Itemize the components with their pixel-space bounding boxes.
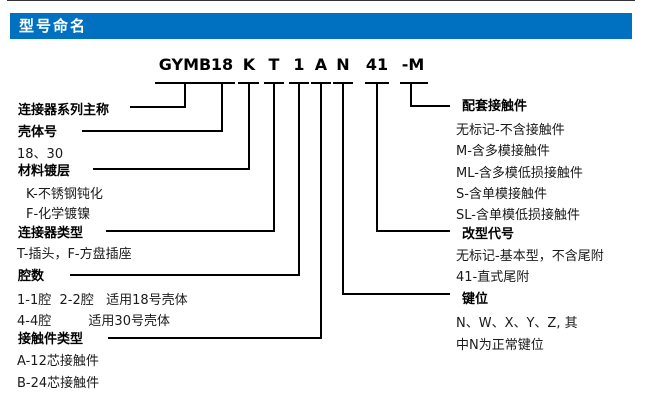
code-segment-key: N [336,55,350,74]
connector-line [298,82,300,276]
label-mating-item: SL-含单模低损接触件 [456,208,580,223]
code-segment-type: T [268,55,280,74]
connector-line [93,168,250,170]
connector-line [248,82,250,170]
connector-line [130,106,186,108]
connector-line [70,274,300,276]
label-mating-item: M-含多模接触件 [456,144,550,159]
label-key-title: 键位 [462,292,489,307]
code-segment-series: GYMB [158,55,212,74]
label-plating-item: K-不锈钢钝化 [26,187,103,202]
label-type-title: 连接器类型 [18,226,84,241]
label-mating-item: ML-含多模低损接触件 [456,166,583,181]
code-segment-mating: -M [401,55,425,74]
label-type-item: T-插头，F-方盘插座 [17,247,132,262]
label-cavity-item: 1-1腔 2-2腔 适用18号壳体 [17,293,188,308]
label-mod-item: 41-直式尾附 [456,270,530,285]
section-title-bar: 型号命名 [10,13,632,39]
label-mating-item: 无标记-不含接触件 [456,123,565,138]
label-contact-title: 接触件类型 [18,332,84,347]
label-shell-item: 18、30 [17,147,64,162]
code-segment-mod: 41 [365,55,389,74]
connector-line [410,82,412,107]
connector-line [273,82,275,232]
label-mating-item: S-含单模接触件 [456,187,547,202]
code-segment-contact: A [314,55,328,74]
underline-mating [400,82,428,84]
label-mating-title: 配套接触件 [462,99,528,114]
label-plating-title: 材料镀层 [18,164,71,179]
code-segment-shell: 18 [210,55,234,74]
connector-line [184,82,186,108]
label-contact-item: A-12芯接触件 [17,354,99,369]
label-cavity-item: 4-4腔 适用30号壳体 [17,314,170,329]
label-mod-title: 改型代号 [462,227,515,242]
code-segment-cavity: 1 [293,55,305,74]
page-top-rule [7,0,635,1]
section-title: 型号命名 [19,17,88,35]
connector-line [106,230,275,232]
connector-line [320,82,322,339]
label-series-title: 连接器系列主称 [18,103,110,118]
label-contact-item: B-24芯接触件 [17,376,100,391]
connector-line [376,230,450,232]
connector-line [342,82,344,295]
label-mod-item: 无标记-基本型，不含尾附 [456,249,604,264]
connector-line [342,293,450,295]
connector-line [376,82,378,232]
connector-line [221,82,223,132]
label-key-item: 中N为正常键位 [456,338,544,353]
code-segment-plating: K [242,55,256,74]
connector-line [82,130,223,132]
label-cavity-title: 腔数 [18,269,45,284]
connector-line [410,105,450,107]
label-plating-item: F-化学镀镍 [26,207,91,222]
connector-line [108,337,322,339]
label-shell-title: 壳体号 [18,125,58,140]
label-key-item: N、W、X、Y、Z, 其 [456,316,578,331]
